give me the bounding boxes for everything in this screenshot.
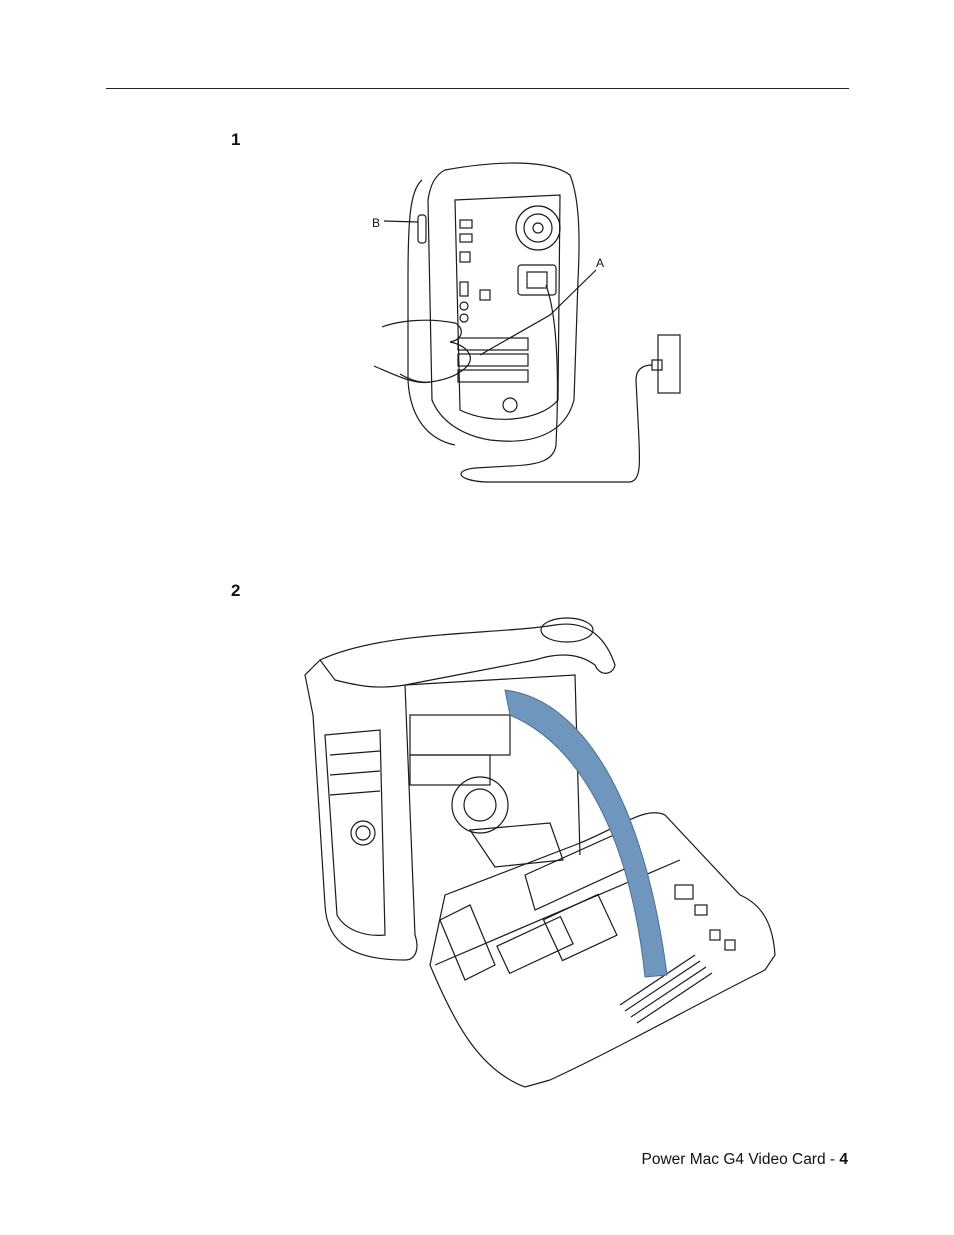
- callout-label-a: A: [596, 256, 604, 270]
- processor-module: [544, 894, 617, 960]
- fan-grille-icon: [516, 206, 560, 250]
- figure-unplug-power-cord: [360, 160, 700, 490]
- step-number-2: 2: [231, 581, 240, 601]
- power-socket-icon: [518, 265, 556, 295]
- case-side-outline: [408, 180, 455, 445]
- page-footer: Power Mac G4 Video Card - 4: [642, 1151, 848, 1169]
- callout-a-line: [480, 270, 596, 355]
- case-front-outline: [305, 660, 417, 960]
- header-rule: [106, 88, 849, 89]
- apple-logo-icon: [503, 398, 517, 412]
- callout-label-b: B: [372, 216, 380, 230]
- step-number-1: 1: [231, 130, 240, 150]
- door-open-arrow-icon: [505, 690, 667, 977]
- hand-illustration: [374, 320, 470, 382]
- speaker-grille-icon: [351, 821, 375, 845]
- open-side-door: [430, 813, 775, 1087]
- optical-drive: [410, 715, 510, 755]
- callout-b-line: [384, 221, 418, 222]
- power-cord: [461, 285, 652, 482]
- footer-page-number: 4: [839, 1151, 848, 1168]
- case-rear-outline: [428, 163, 579, 441]
- case-top-handle: [320, 624, 615, 687]
- figure-open-side-door: [295, 605, 785, 1095]
- side-latch: [418, 215, 426, 243]
- footer-title: Power Mac G4 Video Card -: [642, 1151, 840, 1168]
- wall-outlet-icon: [658, 335, 680, 393]
